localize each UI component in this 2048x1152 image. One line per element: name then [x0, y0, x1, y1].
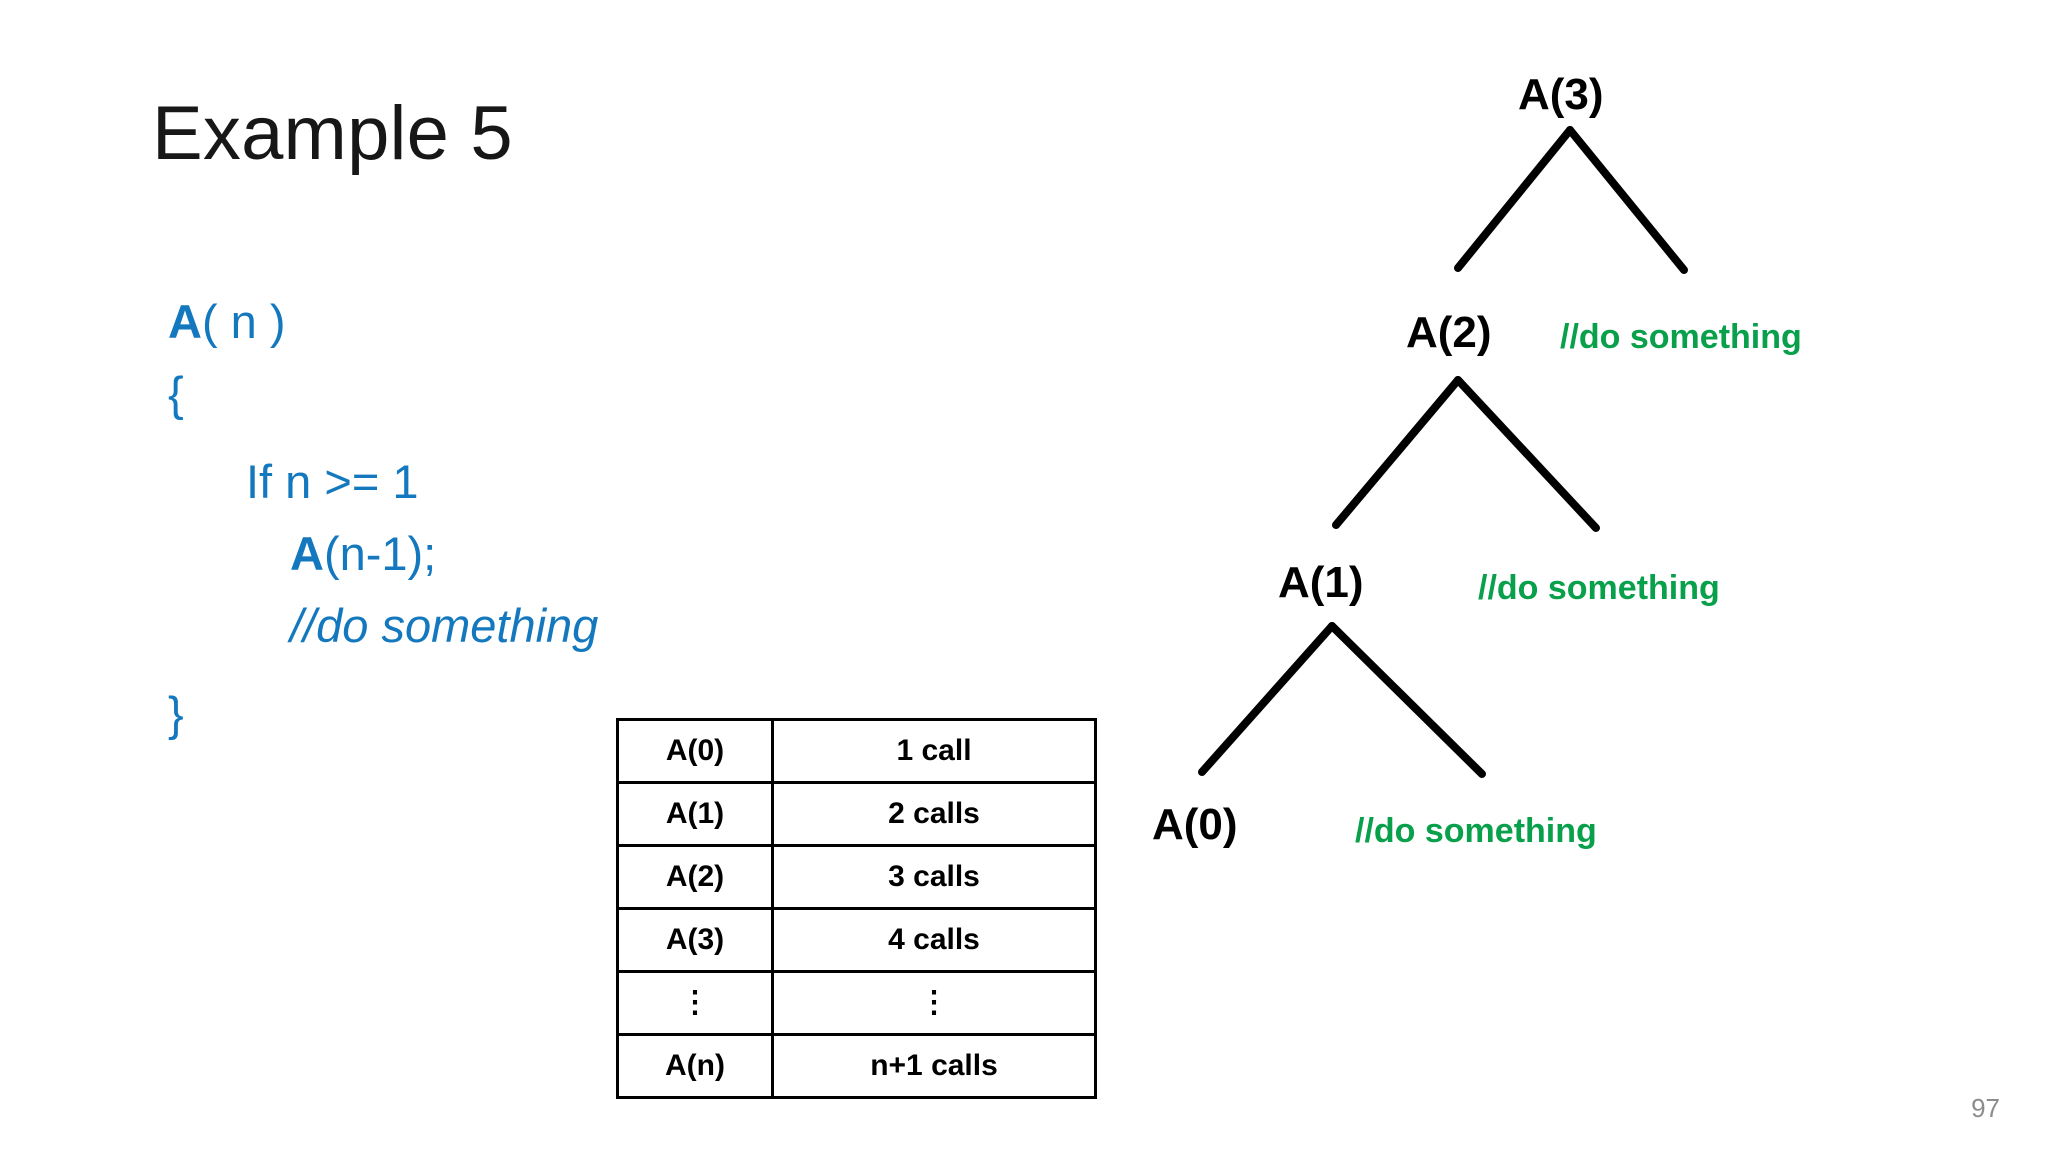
- code-comment: //do something: [290, 599, 599, 652]
- table-row: A(n) n+1 calls: [616, 1033, 1097, 1099]
- code-function-name: A: [168, 295, 202, 348]
- edge-a2-right: [1454, 376, 1600, 532]
- table-cell-count-ellipsis: ⋮: [771, 970, 1097, 1036]
- table-row-ellipsis: ⋮ ⋮: [616, 970, 1097, 1036]
- edge-a1-left: [1198, 622, 1336, 776]
- table-row: A(0) 1 call: [616, 718, 1097, 784]
- tree-comment-level-2: //do something: [1478, 569, 1720, 607]
- table-cell-count: 3 calls: [771, 844, 1097, 910]
- table-cell-call: A(2): [616, 844, 774, 910]
- table-row: A(1) 2 calls: [616, 781, 1097, 847]
- tree-node-a2: A(2): [1406, 308, 1492, 357]
- code-line-signature: A( n ): [168, 286, 788, 358]
- table-cell-call-ellipsis: ⋮: [616, 970, 774, 1036]
- call-count-table: A(0) 1 call A(1) 2 calls A(2) 3 calls A(…: [616, 718, 1097, 1099]
- code-recursive-function-name: A: [290, 527, 324, 580]
- code-open-brace: {: [168, 367, 184, 420]
- tree-node-a0: A(0): [1152, 800, 1238, 849]
- table-cell-call: A(0): [616, 718, 774, 784]
- pseudocode-block: A( n ) { If n >= 1 A(n-1); //do somethin…: [168, 286, 788, 750]
- recursion-tree-edges: [1198, 126, 1688, 778]
- table-cell-count: 4 calls: [771, 907, 1097, 973]
- table-row: A(2) 3 calls: [616, 844, 1097, 910]
- code-line-open-brace: {: [168, 358, 788, 430]
- code-line-comment: //do something: [168, 590, 788, 662]
- code-line-recursive-call: A(n-1);: [168, 518, 788, 590]
- tree-node-a1: A(1): [1278, 558, 1364, 607]
- edge-a2-left: [1332, 376, 1462, 529]
- table-cell-count: 1 call: [771, 718, 1097, 784]
- code-signature-params: ( n ): [201, 295, 286, 348]
- tree-node-a3: A(3): [1518, 70, 1604, 119]
- code-recursive-call-args: (n-1);: [323, 527, 437, 580]
- table-cell-count: 2 calls: [771, 781, 1097, 847]
- recursion-tree-diagram: A(3) A(2) A(1) A(0) //do something //do …: [1130, 50, 2030, 870]
- table-cell-call: A(n): [616, 1033, 774, 1099]
- page-title: Example 5: [152, 91, 513, 176]
- tree-comment-level-3: //do something: [1560, 318, 1802, 356]
- page-number: 97: [1971, 1093, 2000, 1123]
- code-line-if: If n >= 1: [168, 446, 788, 518]
- code-close-brace: }: [168, 687, 184, 740]
- tree-comment-level-1: //do something: [1355, 812, 1597, 850]
- edge-a3-left: [1454, 126, 1574, 272]
- code-line-close-brace: }: [168, 678, 788, 750]
- table-cell-call: A(3): [616, 907, 774, 973]
- edge-a3-right: [1566, 126, 1688, 274]
- table-cell-call: A(1): [616, 781, 774, 847]
- code-if-statement: If n >= 1: [246, 455, 419, 508]
- edge-a1-right: [1328, 622, 1486, 778]
- table-row: A(3) 4 calls: [616, 907, 1097, 973]
- table-cell-count: n+1 calls: [771, 1033, 1097, 1099]
